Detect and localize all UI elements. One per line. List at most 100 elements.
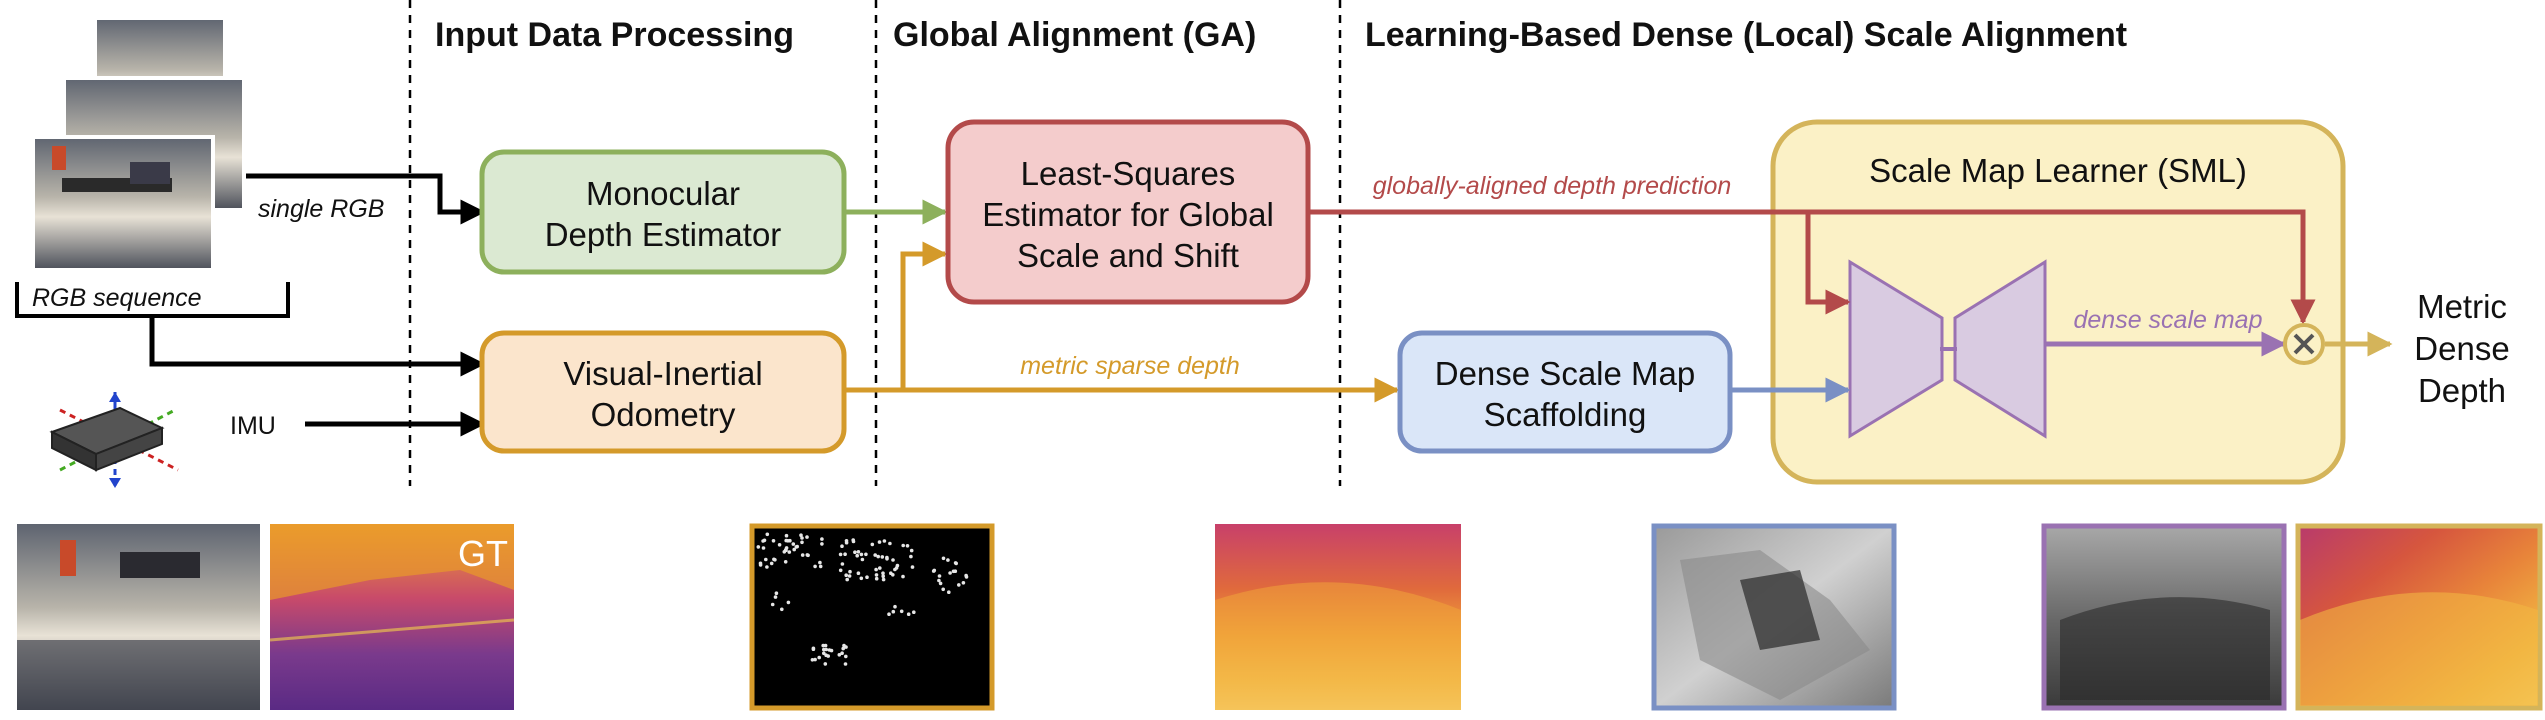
sparse-point [770, 602, 775, 607]
sparse-point [881, 574, 885, 578]
sparse-point [792, 547, 796, 552]
sparse-point [901, 543, 905, 548]
sparse-point [895, 563, 900, 568]
scaffold-thumbnail [1651, 523, 1897, 711]
sparse-point [840, 544, 844, 548]
least-squares-label-line1: Least-Squares [1021, 155, 1236, 192]
rgb-frame-stack [31, 16, 246, 272]
gt-depth-thumbnail [269, 524, 515, 710]
scaffolding-box [1397, 330, 1733, 454]
rgb-sequence-label: RGB sequence [32, 284, 202, 312]
sparse-point [817, 655, 821, 660]
sparse-point [848, 569, 852, 574]
dense-scale-label: dense scale map [2073, 306, 2262, 334]
rgb-thumbnail [17, 524, 260, 710]
single-rgb-arrow [246, 173, 486, 225]
sparse-point [874, 567, 878, 572]
sparse-point [772, 557, 776, 562]
sparse-point [777, 543, 782, 547]
sparse-point [784, 546, 789, 550]
sparse-point [957, 583, 961, 587]
sparse-point [805, 535, 809, 539]
output-label-line1: Metric [2417, 288, 2507, 325]
sparse-point [859, 552, 864, 557]
sparse-point [941, 587, 945, 592]
sparse-point [805, 553, 810, 557]
sparse-point [910, 565, 915, 569]
sparse-point [813, 657, 817, 662]
rgb-sequence-bracket [15, 282, 290, 318]
sparse-point [791, 542, 796, 546]
vio-label-line1: Visual-Inertial [563, 355, 762, 392]
multiply-icon [2293, 333, 2315, 355]
sparse-point [909, 548, 914, 553]
sparse-point [954, 561, 958, 566]
sparse-point [843, 552, 847, 556]
decoder-block [1953, 259, 2047, 439]
sml-label: Scale Map Learner (SML) [1869, 152, 2247, 189]
gt-label: GT [458, 533, 508, 574]
sparse-point [909, 554, 913, 559]
least-squares-label-line3: Scale and Shift [1017, 237, 1239, 274]
sparse-point [941, 556, 946, 561]
sparse-point [855, 553, 859, 558]
sparse-point [773, 595, 778, 599]
imu-label: IMU [230, 412, 276, 440]
sparse-point [889, 571, 893, 575]
sparse-point [758, 563, 763, 567]
section-title-input: Input Data Processing [435, 16, 794, 54]
sparse-point [838, 552, 843, 557]
sparse-point [810, 658, 815, 662]
sparse-point [811, 647, 816, 651]
sparse-point [888, 541, 892, 546]
depth-estimator-box [479, 149, 847, 275]
sparse-point [865, 575, 869, 579]
sparse-point [764, 557, 768, 562]
sparse-point [912, 610, 916, 614]
single-rgb-label: single RGB [258, 195, 384, 223]
ga-depth-label: globally-aligned depth prediction [1373, 172, 1732, 200]
sparse-point [844, 573, 848, 577]
sparse-point [873, 553, 877, 557]
sparse-point [851, 538, 855, 542]
sparse-point [842, 643, 846, 648]
sparse-point [820, 542, 824, 546]
sparse-point [823, 643, 828, 648]
sparse-point [938, 581, 943, 586]
sparse-point [780, 607, 784, 612]
sparse-point [870, 542, 875, 547]
sparse-point [820, 537, 824, 541]
section-title-global: Global Alignment (GA) [893, 16, 1256, 54]
sparse-point [937, 574, 942, 578]
sparse-point [874, 576, 879, 581]
vio-label-line2: Odometry [591, 396, 736, 433]
sparse-point [799, 533, 803, 537]
sparse-point [882, 539, 887, 543]
sparse-point [800, 540, 804, 545]
sparse-point [818, 560, 822, 565]
sparse-point [786, 600, 791, 605]
ga-depth-arrow [1310, 209, 2316, 325]
sparse-point [840, 562, 845, 566]
sparse-point [800, 536, 804, 540]
sparse-point [823, 662, 828, 666]
sparse-point [887, 612, 891, 616]
sparse-point [843, 662, 848, 666]
sparse-point [860, 557, 865, 562]
sparse-point [774, 591, 779, 595]
depth-estimator-label-line1: Monocular [586, 175, 740, 212]
sparse-point [876, 554, 880, 559]
sparse-point [906, 612, 911, 616]
sparse-point [891, 609, 896, 614]
sparse-point [756, 545, 761, 549]
section-title-dense: Learning-Based Dense (Local) Scale Align… [1365, 16, 2127, 54]
dense-scale-thumbnail [2041, 523, 2287, 711]
sparse-point [901, 574, 905, 579]
sparse-point [845, 577, 849, 582]
sparse-point [840, 651, 844, 655]
sparse-point [800, 553, 805, 557]
vio-box [479, 330, 847, 454]
sparse-point [813, 564, 817, 569]
sparse-point [784, 533, 789, 538]
sparse-point [787, 550, 792, 554]
